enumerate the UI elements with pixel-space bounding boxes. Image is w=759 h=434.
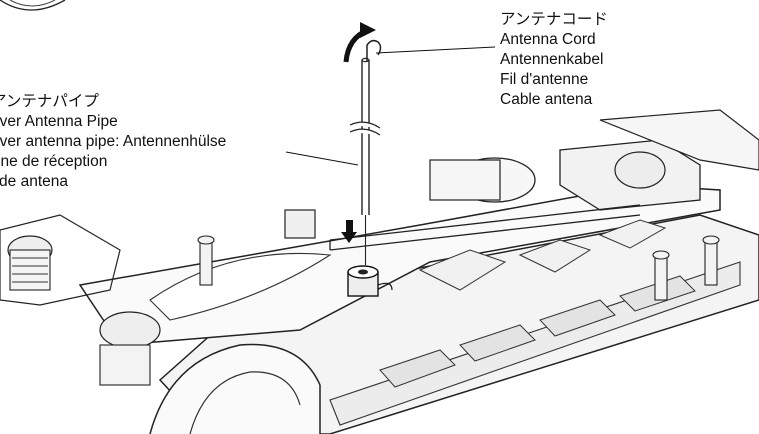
- antenna-cord-label-group: アンテナコード Antenna Cord Antennenkabel Fil d…: [500, 10, 608, 110]
- body-posts: [197, 235, 720, 301]
- antenna-cord-label-en: Antenna Cord: [500, 31, 596, 48]
- motor-and-gearbox: [429, 109, 759, 211]
- center-shaft: [329, 204, 641, 251]
- antenna-pipe-label-es: Tubo de antena: [0, 173, 69, 190]
- pipe-leader-line: [285, 151, 359, 166]
- antenna-cord-label-ja: アンテナコード: [500, 11, 608, 28]
- antenna-pipe-label-de: Receiver antenna pipe: Antennenhülse: [0, 133, 227, 150]
- receiver-box: [284, 209, 316, 239]
- front-suspension: [0, 214, 161, 386]
- antenna-cord-label-de: Antennenkabel: [500, 51, 604, 68]
- antenna-pipe-label-fr: Antenne de réception: [0, 153, 108, 170]
- cord-leader-line: [375, 46, 496, 54]
- antenna-pipe-label-group: 受信アンテナパイプ Receiver Antenna Pipe Receiver…: [0, 92, 226, 192]
- antenna-cord-label-fr: Fil d'antenne: [500, 71, 589, 88]
- antenna-cord-hook: [366, 39, 382, 62]
- top-deck: [78, 184, 721, 346]
- receiver-antenna-pipe: [349, 57, 381, 265]
- antenna-pipe-label-en: Receiver Antenna Pipe: [0, 113, 118, 130]
- wheel-outline-top: [0, 0, 66, 11]
- antenna-cord-label-es: Cable antena: [500, 91, 593, 108]
- antenna-holder: [347, 265, 393, 297]
- front-wheel: [149, 343, 321, 434]
- antenna-pipe-label-ja: 受信アンテナパイプ: [0, 93, 99, 110]
- insertion-arrow: [346, 220, 353, 234]
